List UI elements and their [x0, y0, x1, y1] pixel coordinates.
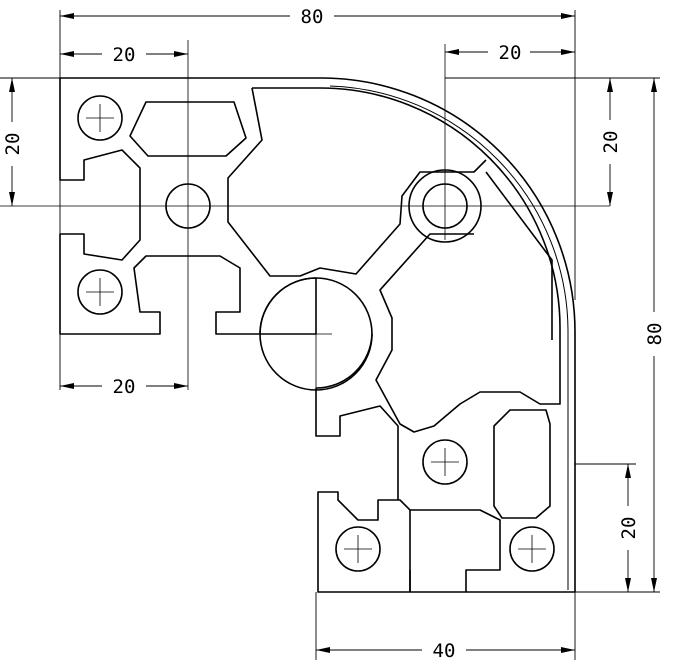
dim-overall-width-label: 80 — [301, 6, 324, 28]
dim-right-lower-label: 20 — [618, 517, 640, 540]
dim-right-lower: 20 — [618, 464, 640, 592]
hole-top-left — [77, 95, 123, 141]
dim-bottom-width: 40 — [316, 640, 575, 662]
dim-bottom-width-label: 40 — [433, 640, 456, 662]
dim-right-overall-height-label: 80 — [644, 323, 666, 346]
hole-bottom-left — [335, 526, 381, 572]
dim-left-lower: 20 — [60, 376, 188, 398]
dim-top-right-slot: 20 — [445, 42, 575, 64]
dim-right-height-top: 20 — [600, 78, 622, 206]
dim-overall-width: 80 — [60, 6, 575, 28]
dim-right-height-top-label: 20 — [600, 131, 622, 154]
dim-top-right-slot-label: 20 — [499, 42, 522, 64]
dim-top-left-slot: 20 — [60, 44, 188, 66]
dim-top-left-slot-label: 20 — [113, 44, 136, 66]
hole-left-lower — [77, 269, 123, 315]
profile-outline — [59, 77, 576, 593]
hole-bottom-right — [509, 526, 555, 572]
extension-lines — [0, 10, 660, 660]
dim-right-overall-height: 80 — [644, 78, 666, 592]
center-marks — [0, 40, 610, 563]
hole-bottom-mid — [422, 439, 468, 485]
dim-left-height: 20 — [2, 78, 24, 206]
dim-left-lower-label: 20 — [113, 376, 136, 398]
dim-left-height-label: 20 — [2, 133, 24, 156]
